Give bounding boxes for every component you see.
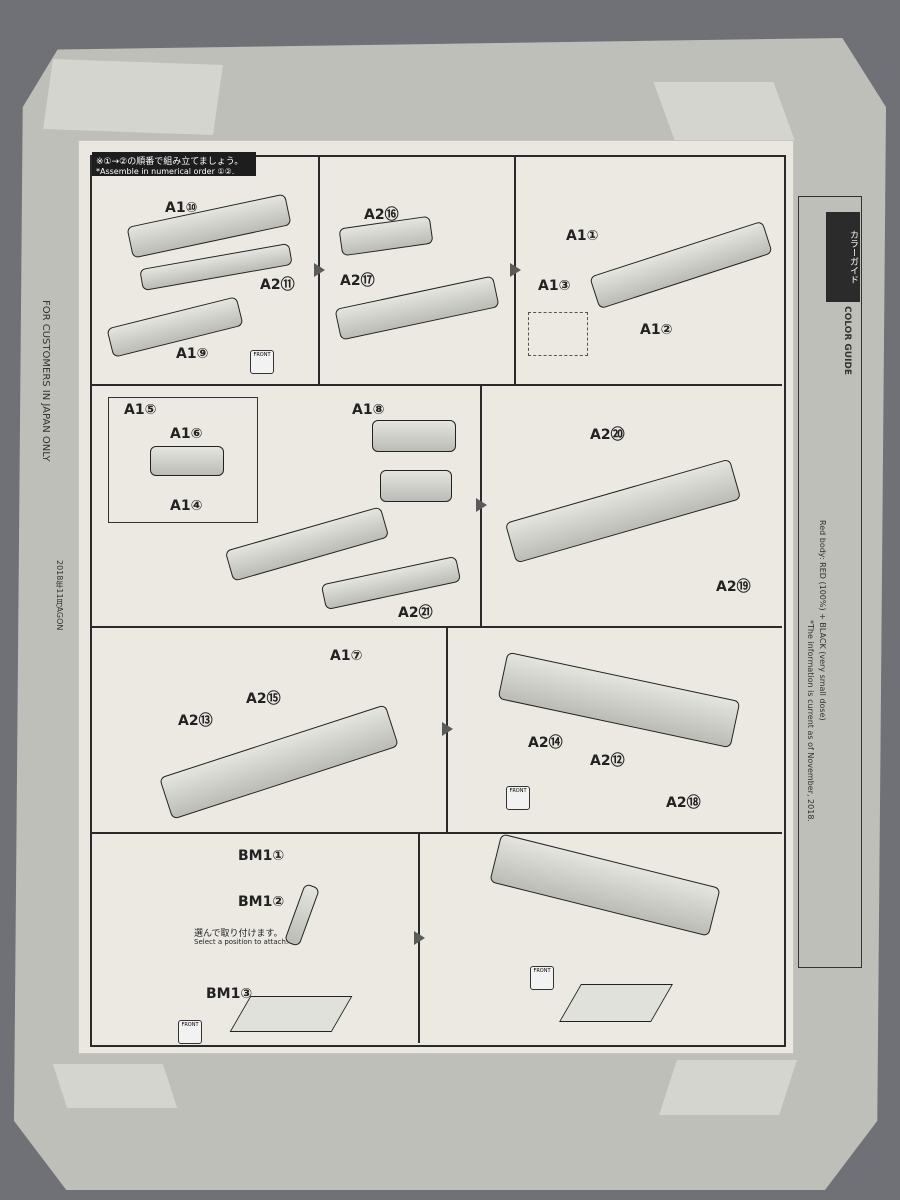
part-label-A2-21: A2㉑ — [398, 605, 433, 621]
stand-base — [229, 996, 353, 1032]
part-label-A2-19: A2⑲ — [716, 579, 751, 595]
step-arrow-5 — [414, 931, 425, 945]
part-label-A2-12: A2⑫ — [590, 753, 625, 769]
part-label-BM1-2: BM1② — [238, 894, 285, 910]
part-label-BM1-1: BM1① — [238, 848, 285, 864]
part-label-A2-16: A2⑯ — [364, 207, 399, 223]
part-label-BM1-3: BM1③ — [206, 986, 253, 1002]
part-label-A2-11: A2⑪ — [260, 277, 295, 293]
part-label-A1-2: A1② — [640, 322, 673, 338]
engine-block-mid — [380, 470, 452, 502]
stand-note-en: Select a position to attach. — [194, 938, 289, 946]
part-label-A1-8: A1⑧ — [352, 402, 385, 418]
part-label-A2-14: A2⑭ — [528, 735, 563, 751]
divider-row-2 — [90, 626, 782, 628]
color-guide-title-en: COLOR GUIDE — [842, 306, 852, 376]
part-label-A1-6: A1⑥ — [170, 426, 203, 442]
color-guide-title-jp: カラーガイド — [848, 230, 858, 284]
assembly-order-header: ※①→②の順番で組み立てましょう。 *Assemble in numerical… — [92, 152, 256, 176]
part-label-A1-1: A1① — [566, 228, 599, 244]
divider-row-3 — [90, 832, 782, 834]
header-en: *Assemble in numerical order ①②. — [96, 167, 235, 176]
side-text-left-2: 2018年11月AGON — [55, 560, 64, 631]
subassembly-box — [108, 397, 258, 523]
detail-inset-3 — [528, 312, 588, 356]
corner-flap-bottom-left — [52, 1064, 178, 1108]
step-arrow-3 — [476, 498, 487, 512]
front-indicator-2: FRONT — [506, 786, 530, 810]
part-label-A1-7: A1⑦ — [330, 648, 363, 664]
divider-row-1 — [90, 384, 782, 386]
part-label-A1-4: A1④ — [170, 498, 203, 514]
front-indicator-1: FRONT — [250, 350, 274, 374]
part-label-A2-18: A2⑱ — [666, 795, 701, 811]
part-label-A2-15: A2⑮ — [246, 691, 281, 707]
color-guide-line-1: Red body: RED (100%) + BLACK (very small… — [818, 520, 827, 721]
engine-block-small — [150, 446, 224, 476]
part-label-A2-13: A2⑬ — [178, 713, 213, 729]
color-guide-title: カラーガイド — [826, 212, 860, 302]
color-guide-panel — [798, 196, 862, 968]
front-indicator-4: FRONT — [530, 966, 554, 990]
step-arrow-2 — [510, 263, 521, 277]
corner-flap-top-right — [653, 82, 795, 140]
corner-flap-bottom-right — [659, 1060, 797, 1115]
step-arrow-1 — [314, 263, 325, 277]
stand-note-jp: 選んで取り付けます。 — [194, 929, 283, 939]
side-text-left-1: FOR CUSTOMERS IN JAPAN ONLY — [40, 300, 51, 462]
engine-block-top — [372, 420, 456, 452]
part-label-A2-17: A2⑰ — [340, 273, 375, 289]
part-label-A1-3: A1③ — [538, 278, 571, 294]
corner-flap-top-left — [43, 59, 223, 135]
part-label-A1-10: A1⑩ — [165, 200, 198, 216]
part-label-A2-20: A2⑳ — [590, 427, 625, 443]
color-guide-line-2: *The information is current as of Novemb… — [806, 620, 815, 822]
part-label-A1-9: A1⑨ — [176, 346, 209, 362]
header-jp: ※①→②の順番で組み立てましょう。 — [96, 157, 244, 167]
part-label-A1-5: A1⑤ — [124, 402, 157, 418]
step-arrow-4 — [442, 722, 453, 736]
front-indicator-3: FRONT — [178, 1020, 202, 1044]
